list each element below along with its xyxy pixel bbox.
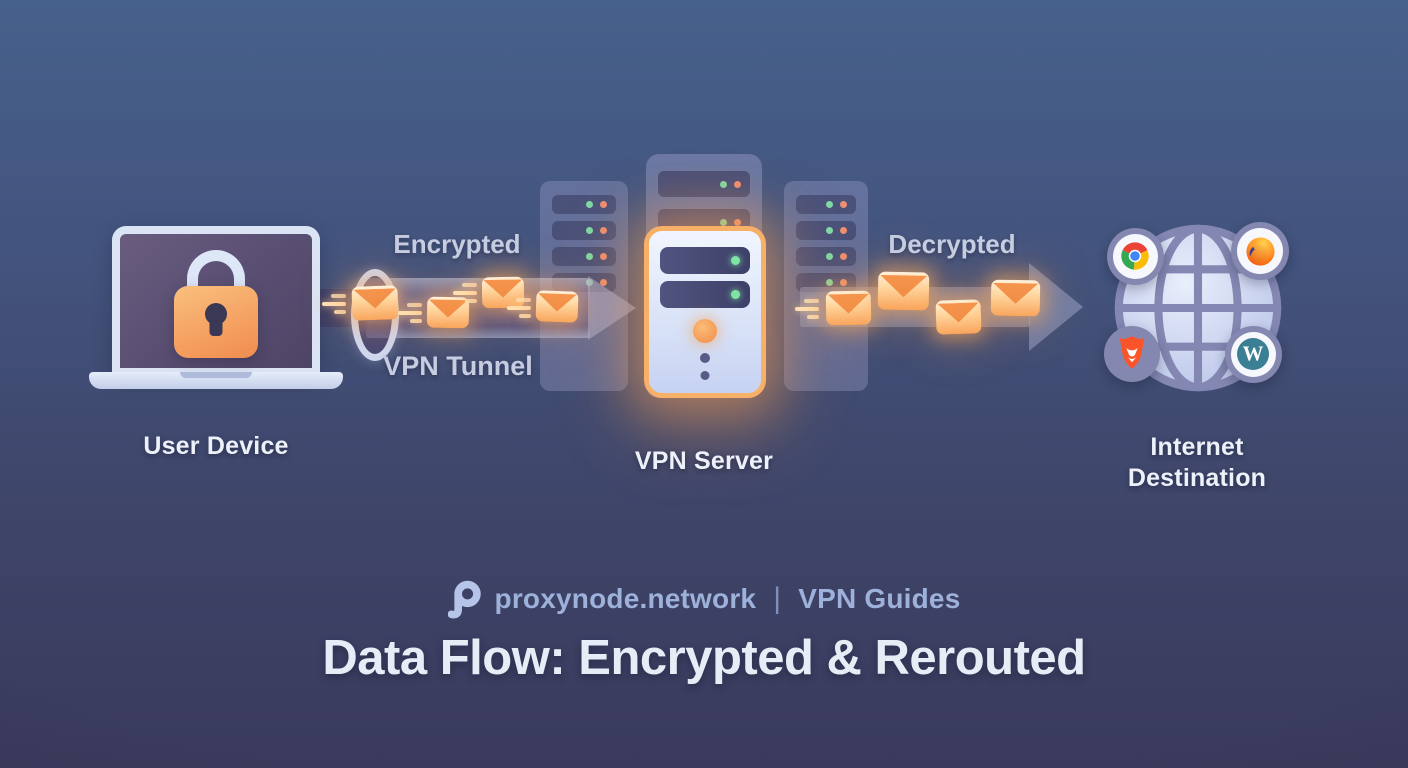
wordpress-w-glyph: W bbox=[1243, 343, 1264, 366]
envelope-icon bbox=[877, 271, 930, 311]
firefox-badge bbox=[1231, 222, 1289, 280]
vpn-server-label: VPN Server bbox=[634, 447, 774, 475]
server-slat bbox=[796, 247, 856, 266]
server-slat bbox=[660, 247, 750, 274]
laptop-icon bbox=[112, 226, 320, 376]
firefox-icon bbox=[1237, 228, 1283, 274]
chrome-badge bbox=[1107, 228, 1164, 285]
led-green-icon bbox=[826, 201, 833, 208]
power-led-icon bbox=[693, 319, 717, 343]
led-orange-icon bbox=[840, 279, 847, 286]
led-orange-icon bbox=[840, 253, 847, 260]
led-green-icon bbox=[826, 279, 833, 286]
server-slat bbox=[796, 221, 856, 240]
lock-icon bbox=[174, 286, 258, 358]
brand-row: proxynode.network | VPN Guides bbox=[0, 578, 1408, 620]
brand-logo-icon bbox=[447, 580, 481, 619]
brave-badge bbox=[1104, 326, 1160, 382]
envelope-icon bbox=[990, 279, 1041, 317]
server-slat bbox=[552, 221, 616, 240]
brand-name: proxynode.network bbox=[494, 583, 757, 614]
encrypted-label: Encrypted bbox=[393, 229, 521, 259]
led-green-icon bbox=[720, 218, 727, 226]
led-orange-icon bbox=[840, 227, 847, 234]
wordpress-icon: W bbox=[1230, 331, 1276, 377]
speed-lines-icon bbox=[795, 299, 819, 319]
server-slat bbox=[552, 195, 616, 214]
brave-icon bbox=[1119, 336, 1145, 369]
server-slat bbox=[658, 171, 750, 197]
internet-label-line1: Internet bbox=[1150, 433, 1244, 461]
led-orange-icon bbox=[734, 218, 741, 226]
lock-shackle-icon bbox=[187, 250, 245, 307]
vpn-tunnel-label: VPN Tunnel bbox=[383, 351, 533, 381]
brand-tagline: VPN Guides bbox=[798, 583, 961, 614]
envelope-icon bbox=[535, 290, 579, 323]
user-device-label: User Device bbox=[143, 432, 289, 460]
decrypted-label: Decrypted bbox=[888, 229, 1016, 259]
led-green-icon bbox=[586, 253, 593, 260]
keyhole-icon bbox=[205, 303, 227, 325]
server-slat bbox=[796, 195, 856, 214]
speed-lines-icon bbox=[398, 303, 422, 323]
speed-lines-icon bbox=[453, 283, 477, 303]
server-slat bbox=[660, 281, 750, 308]
envelope-icon bbox=[825, 290, 872, 326]
chrome-icon bbox=[1112, 233, 1158, 279]
led-orange-icon bbox=[840, 201, 847, 208]
speed-lines-icon bbox=[507, 298, 531, 318]
wordpress-badge: W bbox=[1225, 326, 1282, 383]
vpn-server-icon bbox=[644, 226, 766, 398]
led-orange-icon bbox=[734, 180, 741, 188]
speed-lines-icon bbox=[322, 294, 346, 314]
laptop-base-icon bbox=[89, 372, 343, 389]
led-green-icon bbox=[826, 253, 833, 260]
led-orange-icon bbox=[600, 253, 607, 260]
envelope-icon bbox=[351, 285, 399, 321]
server-slat bbox=[552, 247, 616, 266]
page-title: Data Flow: Encrypted & Rerouted bbox=[322, 631, 1086, 685]
internet-label-line2: Destination bbox=[1127, 464, 1267, 492]
led-orange-icon bbox=[600, 201, 607, 208]
envelope-icon bbox=[935, 299, 982, 335]
led-orange-icon bbox=[600, 279, 607, 286]
led-orange-icon bbox=[600, 227, 607, 234]
led-green-icon bbox=[586, 201, 593, 208]
led-green-icon bbox=[720, 180, 727, 188]
led-green-icon bbox=[731, 290, 740, 299]
led-green-icon bbox=[586, 227, 593, 234]
led-green-icon bbox=[826, 227, 833, 234]
led-green-icon bbox=[731, 256, 740, 265]
server-rack-icon bbox=[784, 181, 868, 391]
server-dot-icon bbox=[700, 353, 710, 363]
server-dot-icon bbox=[700, 371, 710, 380]
brand-separator: | bbox=[773, 582, 782, 615]
